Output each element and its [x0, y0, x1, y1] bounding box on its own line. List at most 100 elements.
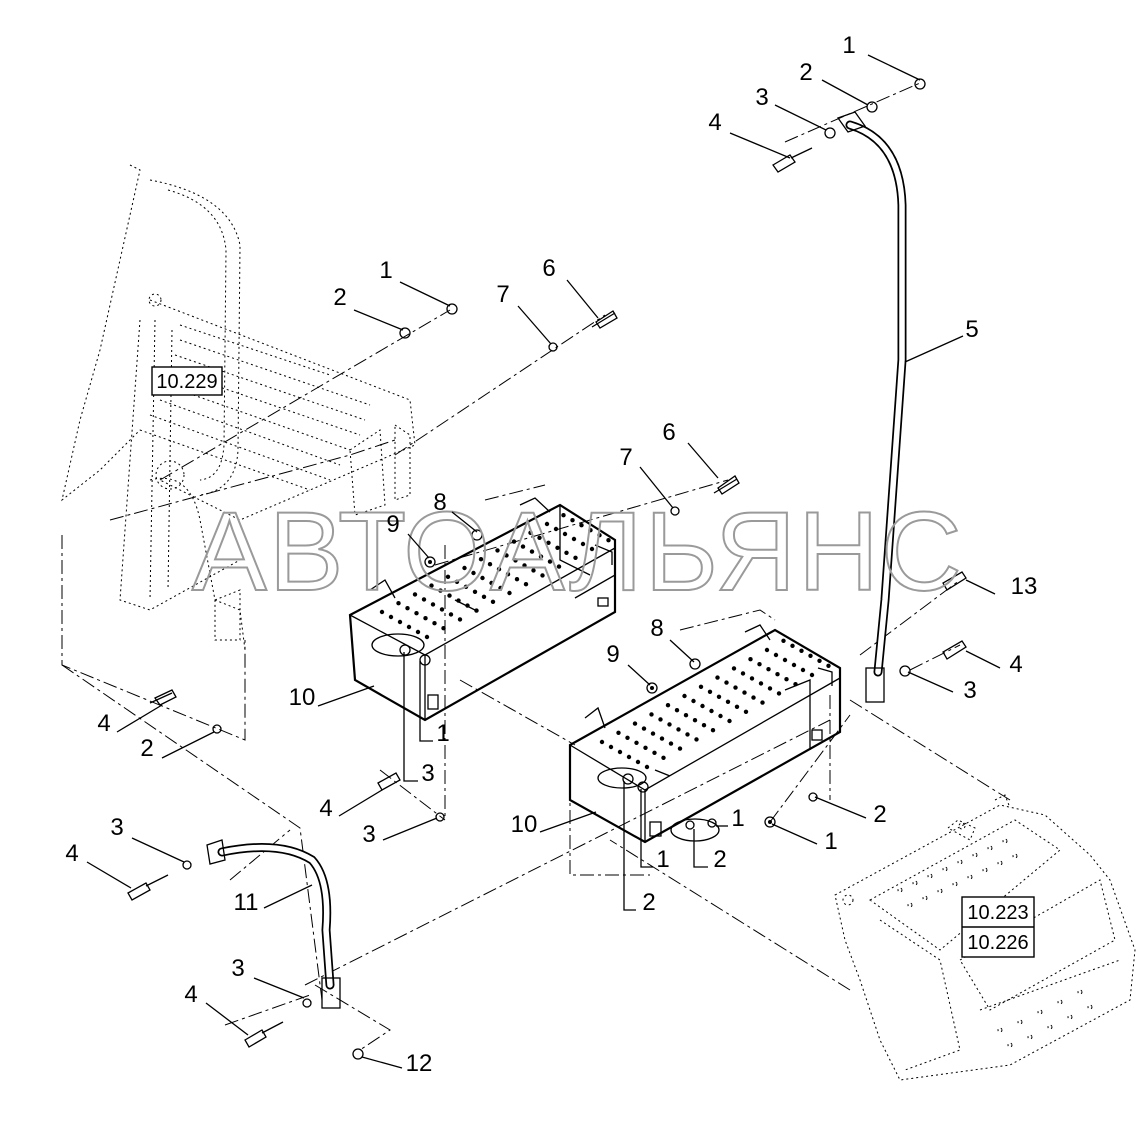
perforation-hole	[573, 555, 578, 560]
callout-c4e[interactable]: 4	[65, 840, 132, 889]
handrail-11	[206, 839, 341, 1009]
callout-c2c[interactable]: 2	[140, 731, 215, 762]
callout-c1a[interactable]: 1	[842, 32, 921, 81]
perforation-hole	[397, 619, 403, 625]
perforation-hole	[589, 546, 595, 552]
callout-c4a[interactable]: 4	[708, 109, 791, 159]
callout-label: 3	[110, 814, 123, 841]
callout-c3c[interactable]: 3	[403, 652, 435, 787]
perforation-hole	[540, 573, 545, 578]
callout-c4c[interactable]: 4	[97, 704, 163, 737]
handrail-5	[836, 111, 907, 703]
callout-c4d[interactable]: 4	[319, 789, 383, 822]
perforation-hole	[676, 727, 681, 732]
callout-c8a[interactable]: 8	[433, 489, 478, 533]
callout-leader-line	[403, 652, 418, 782]
callout-c5[interactable]: 5	[904, 316, 979, 363]
callout-c9b[interactable]: 9	[606, 641, 651, 686]
perforation-hole	[438, 588, 443, 593]
cab-ghost-assembly	[61, 164, 416, 651]
callout-c4b[interactable]: 4	[965, 650, 1023, 678]
perforation-hole	[463, 584, 469, 589]
perforation-hole	[616, 730, 621, 735]
perforation-hole	[405, 606, 410, 611]
perforation-hole	[456, 598, 461, 603]
perforation-hole	[634, 740, 639, 745]
perforation-hole	[643, 745, 648, 750]
perforation-hole	[432, 621, 437, 626]
callout-c6a[interactable]: 6	[542, 255, 599, 319]
callout-c1f[interactable]: 1	[640, 789, 670, 873]
perforation-hole	[743, 709, 749, 714]
perforation-hole	[764, 647, 770, 653]
callout-label: 1	[731, 805, 744, 832]
perforation-hole	[478, 557, 484, 562]
perforation-hole	[701, 723, 707, 728]
callout-c1e[interactable]: 1	[771, 823, 838, 855]
perforation-hole	[718, 713, 723, 719]
callout-c6b[interactable]: 6	[662, 419, 719, 479]
callout-leader-line	[627, 664, 651, 686]
callout-label: 3	[963, 677, 976, 704]
callout-label: 7	[619, 444, 632, 471]
step-box-2-perforations	[599, 638, 831, 770]
callout-label: 3	[755, 84, 768, 111]
callout-c1d[interactable]: 1	[716, 805, 745, 832]
perforation-hole	[766, 667, 771, 672]
callout-c2f[interactable]: 2	[623, 781, 656, 916]
callout-c12[interactable]: 12	[361, 1050, 432, 1077]
callout-c7a[interactable]: 7	[496, 281, 552, 345]
callout-label: 4	[319, 795, 332, 822]
callout-label: 10	[289, 684, 316, 711]
perforation-hole	[740, 671, 746, 676]
perforation-hole	[457, 617, 463, 622]
callout-leader-line	[907, 671, 954, 693]
perforation-hole	[480, 575, 485, 581]
callout-c13[interactable]: 13	[965, 573, 1038, 600]
callout-label: 3	[231, 955, 244, 982]
perforation-hole	[793, 682, 798, 687]
perforation-hole	[659, 736, 665, 741]
callout-c2d[interactable]: 2	[814, 796, 887, 828]
perforation-hole	[544, 521, 550, 527]
callout-c3f[interactable]: 3	[231, 955, 305, 999]
callout-c8b[interactable]: 8	[650, 615, 695, 663]
perforation-hole	[682, 693, 687, 699]
callout-c1c[interactable]: 1	[419, 661, 450, 747]
reference-box-left[interactable]: 10.229	[151, 366, 223, 396]
callout-c2a[interactable]: 2	[799, 59, 869, 106]
callout-leader-line	[131, 837, 185, 863]
reference-box-right[interactable]: 10.223 10.226	[961, 896, 1035, 958]
callout-leader-line	[407, 533, 430, 559]
perforation-hole	[649, 712, 654, 717]
callout-leader-line	[687, 442, 719, 479]
step-box-1	[348, 497, 617, 722]
callout-c2b[interactable]: 2	[333, 284, 404, 331]
perforation-hole	[489, 580, 494, 586]
callout-c3b[interactable]: 3	[907, 671, 977, 704]
callout-c10b[interactable]: 10	[511, 811, 597, 838]
callout-label: 8	[433, 489, 446, 516]
perforation-hole	[760, 700, 765, 705]
callout-c4f[interactable]: 4	[184, 981, 249, 1036]
callout-c2e[interactable]: 2	[693, 829, 727, 873]
perforation-hole	[725, 699, 731, 704]
perforation-hole	[465, 603, 470, 608]
callout-c7b[interactable]: 7	[619, 444, 674, 509]
perforation-hole	[715, 675, 720, 680]
callout-label: 13	[1011, 573, 1038, 600]
callout-c11[interactable]: 11	[234, 884, 313, 916]
callout-c3e[interactable]: 3	[110, 814, 185, 863]
step-unit-ghost	[834, 794, 1136, 1081]
callout-c9a[interactable]: 9	[386, 511, 430, 559]
callout-c3a[interactable]: 3	[755, 84, 827, 131]
callout-c1b[interactable]: 1	[379, 257, 451, 307]
callout-c3d[interactable]: 3	[362, 817, 438, 848]
perforation-hole	[571, 536, 577, 542]
callout-leader-line	[623, 781, 636, 911]
perforation-hole	[528, 530, 533, 535]
perforation-hole	[606, 538, 611, 543]
callout-label: 1	[842, 32, 855, 59]
callout-c10a[interactable]: 10	[289, 684, 375, 711]
callout-label: 2	[713, 846, 726, 873]
